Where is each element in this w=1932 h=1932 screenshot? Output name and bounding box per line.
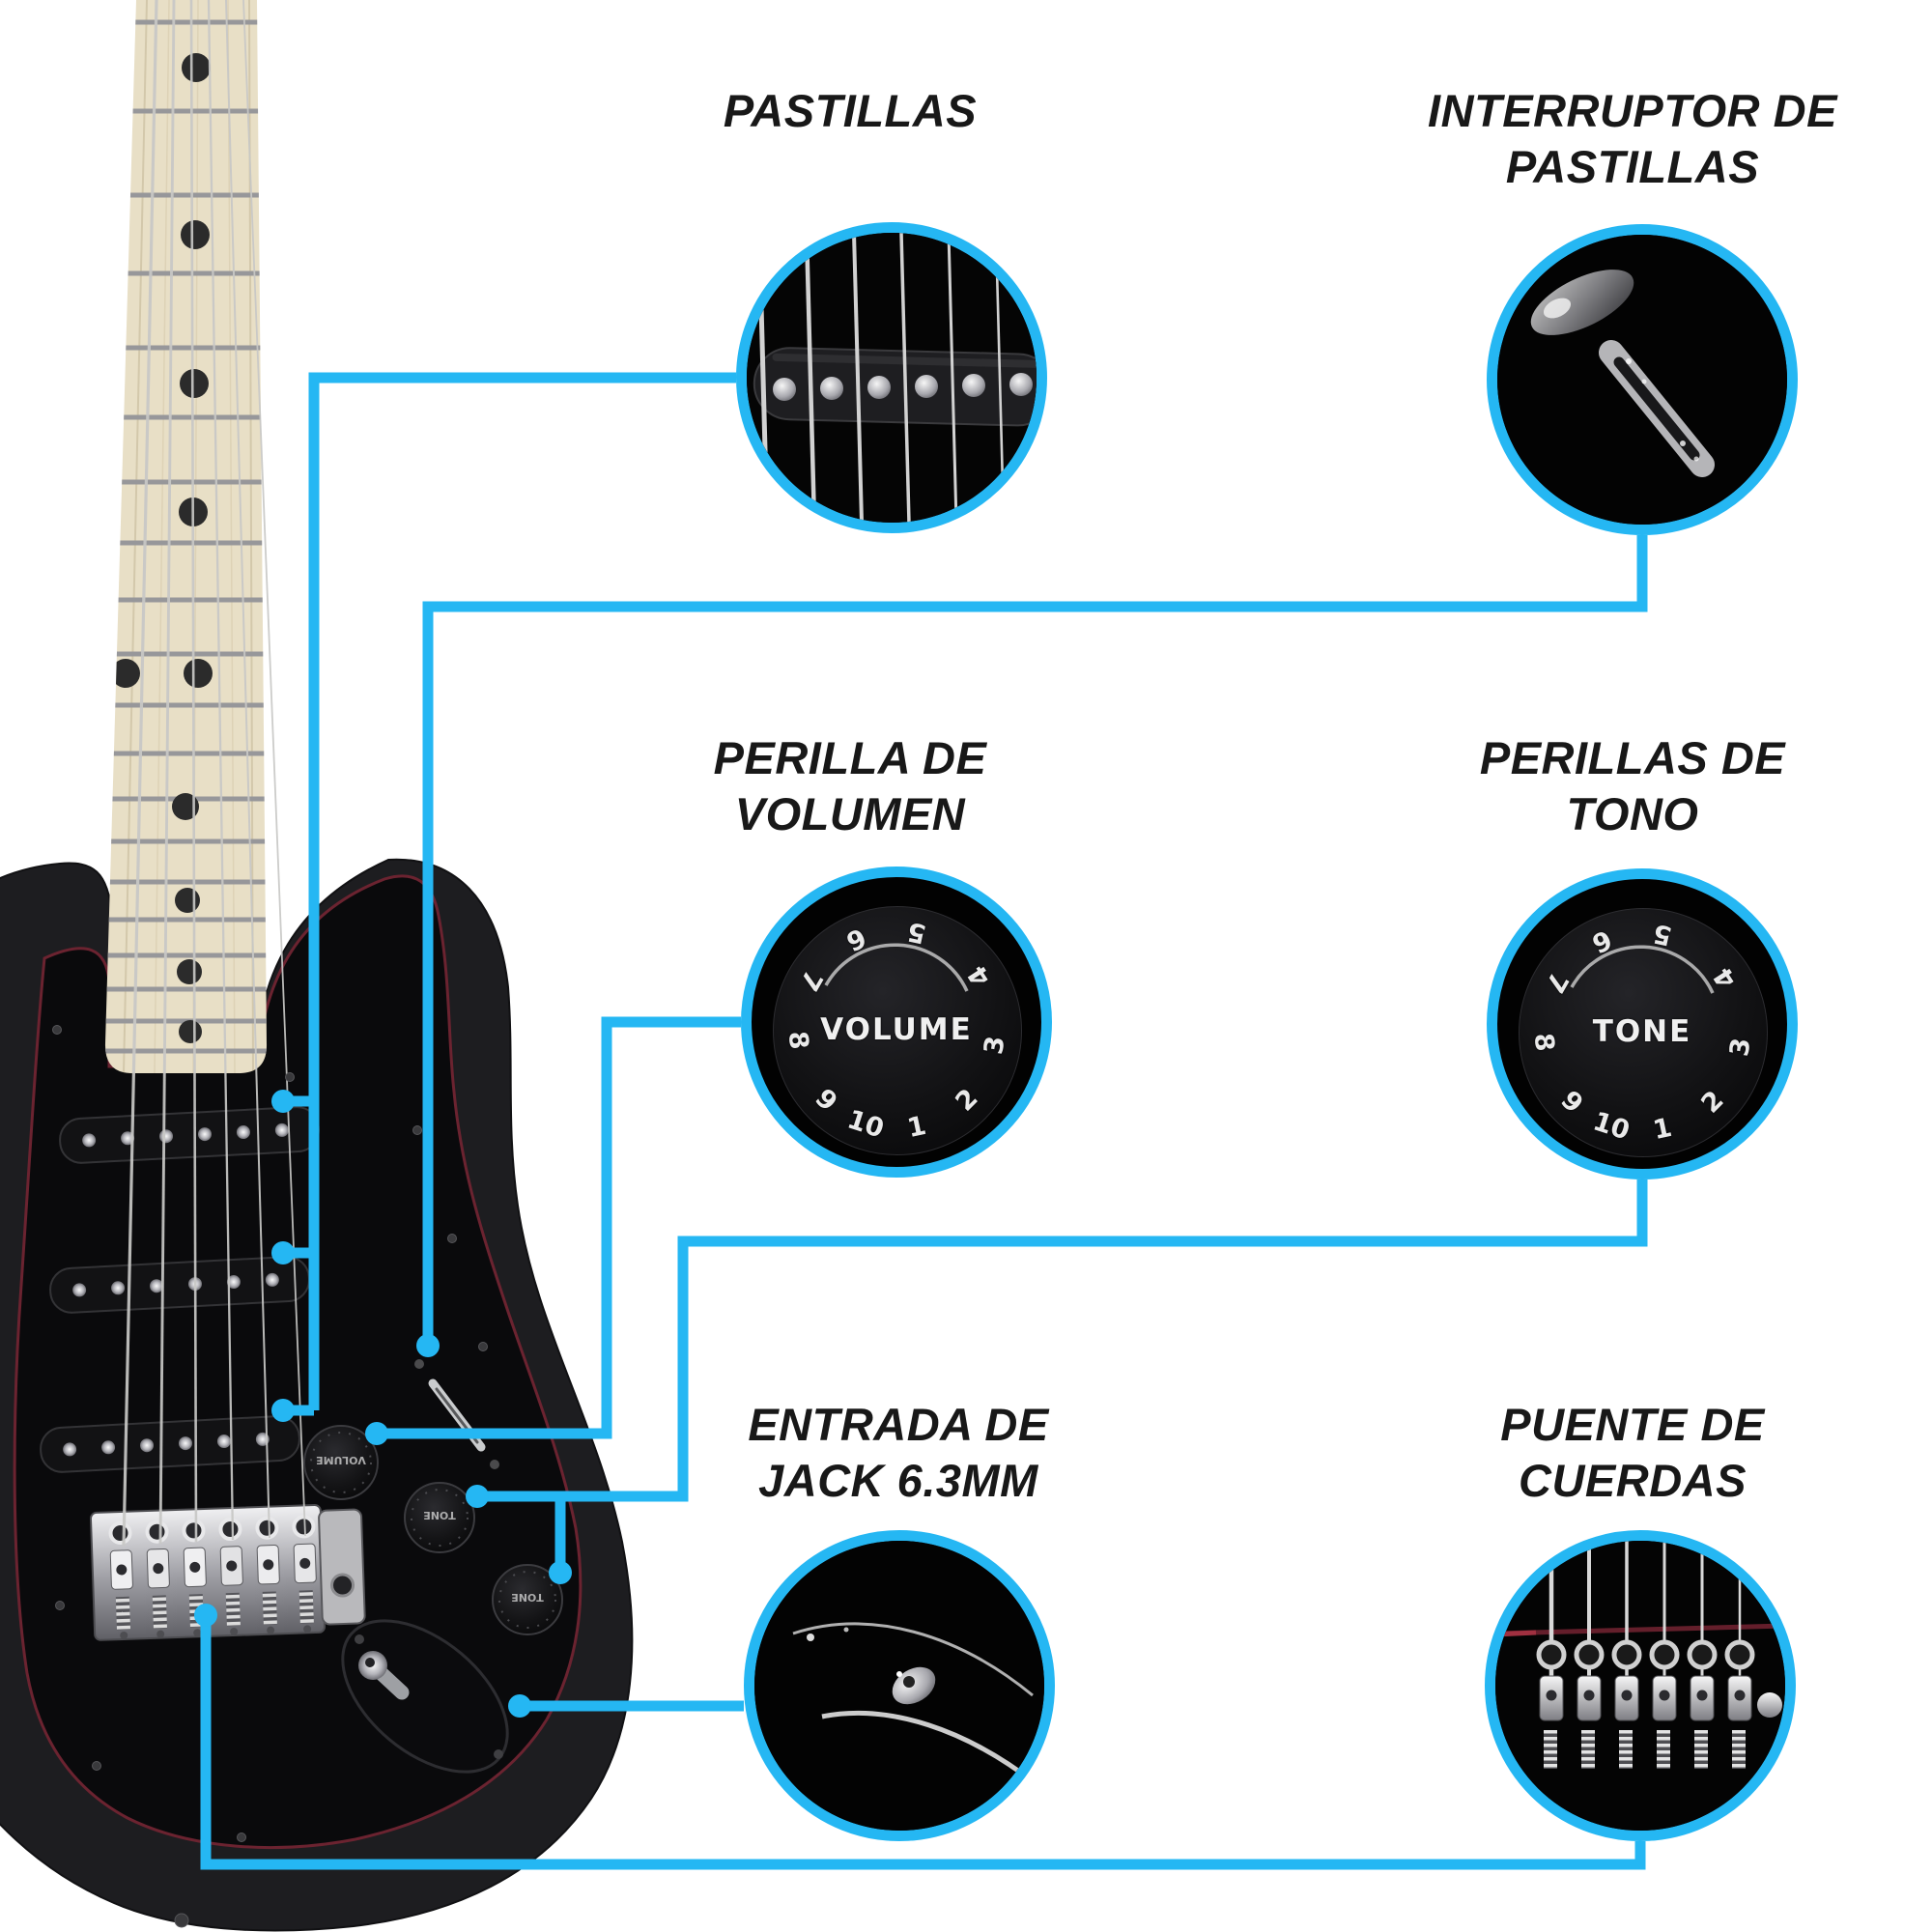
tone-knob-label: TONE: [1592, 1014, 1692, 1049]
connector-lines: [194, 372, 1648, 1870]
connector-bridge: [200, 1615, 1646, 1870]
selector-detail-image: [1497, 235, 1787, 525]
label-tone: PERILLAS DE TONO: [1333, 730, 1932, 842]
connector-pickups: [283, 372, 736, 1416]
label-tone-line2: TONO: [1566, 788, 1699, 839]
tone-knob-face: [1519, 908, 1768, 1157]
bridge-detail-image: [1495, 1541, 1785, 1831]
neck-pickup: [59, 1106, 320, 1164]
connector-selector: [422, 535, 1648, 1346]
label-tone-line1: PERILLAS DE: [1479, 732, 1786, 783]
pickup-detail-image: [747, 233, 1037, 523]
label-jack-line1: ENTRADA DE: [748, 1399, 1049, 1450]
volume-knob-arc: [824, 943, 969, 992]
label-selector: INTERRUPTOR DE PASTILLAS: [1333, 83, 1932, 195]
jack-detail-image: [754, 1541, 1044, 1831]
pickup-pole-pieces: [773, 373, 1033, 401]
guitar-neck: [104, 0, 268, 1073]
guitar-strings: [122, 0, 306, 1547]
tone-knob-2-engraving: TONE: [511, 1591, 544, 1604]
label-bridge: PUENTE DE CUERDAS: [1333, 1397, 1932, 1509]
callout-circle-pickups: [736, 222, 1047, 533]
tone-knob-1: TONE: [404, 1482, 475, 1553]
label-selector-line2: PASTILLAS: [1505, 141, 1760, 192]
volume-knob-engraving: VOLUME: [316, 1454, 366, 1466]
pickup-strings: [756, 233, 1006, 523]
label-jack: ENTRADA DE JACK 6.3MM: [599, 1397, 1198, 1509]
callout-circle-bridge: [1485, 1530, 1796, 1841]
jack-plate: [341, 1619, 509, 1774]
label-pickups: PASTILLAS: [551, 83, 1150, 139]
volume-knob-label: VOLUME: [820, 1012, 973, 1047]
label-bridge-line1: PUENTE DE: [1500, 1399, 1765, 1450]
bridge-pickup: [40, 1415, 300, 1473]
tone-knob-1-engraving: TONE: [423, 1509, 456, 1521]
label-bridge-line2: CUERDAS: [1519, 1455, 1747, 1506]
bridge-saddles: [108, 1515, 317, 1639]
connector-volume: [377, 1016, 741, 1439]
tone-knob-arc: [1570, 945, 1715, 994]
label-selector-line1: INTERRUPTOR DE: [1428, 85, 1837, 136]
callout-circle-jack: [744, 1530, 1055, 1841]
tone-knob-2: TONE: [492, 1564, 563, 1635]
bridge-detail-hardware: [1536, 1639, 1782, 1769]
fretboard-inlay-dots: [111, 53, 213, 1043]
label-volume: PERILLA DE VOLUMEN: [551, 730, 1150, 842]
callout-circle-selector: [1487, 224, 1798, 535]
label-volume-line2: VOLUMEN: [734, 788, 966, 839]
tremolo-bridge: [89, 1503, 366, 1641]
label-volume-line1: PERILLA DE: [713, 732, 987, 783]
pickguard-screws: [52, 1025, 488, 1928]
connector-tone: [477, 1179, 1648, 1573]
label-pickups-line1: PASTILLAS: [723, 85, 978, 136]
volume-knob-face: [773, 906, 1022, 1155]
volume-knob: VOLUME: [303, 1425, 379, 1500]
fretboard: [104, 0, 268, 1073]
label-jack-line2: JACK 6.3MM: [758, 1455, 1038, 1506]
